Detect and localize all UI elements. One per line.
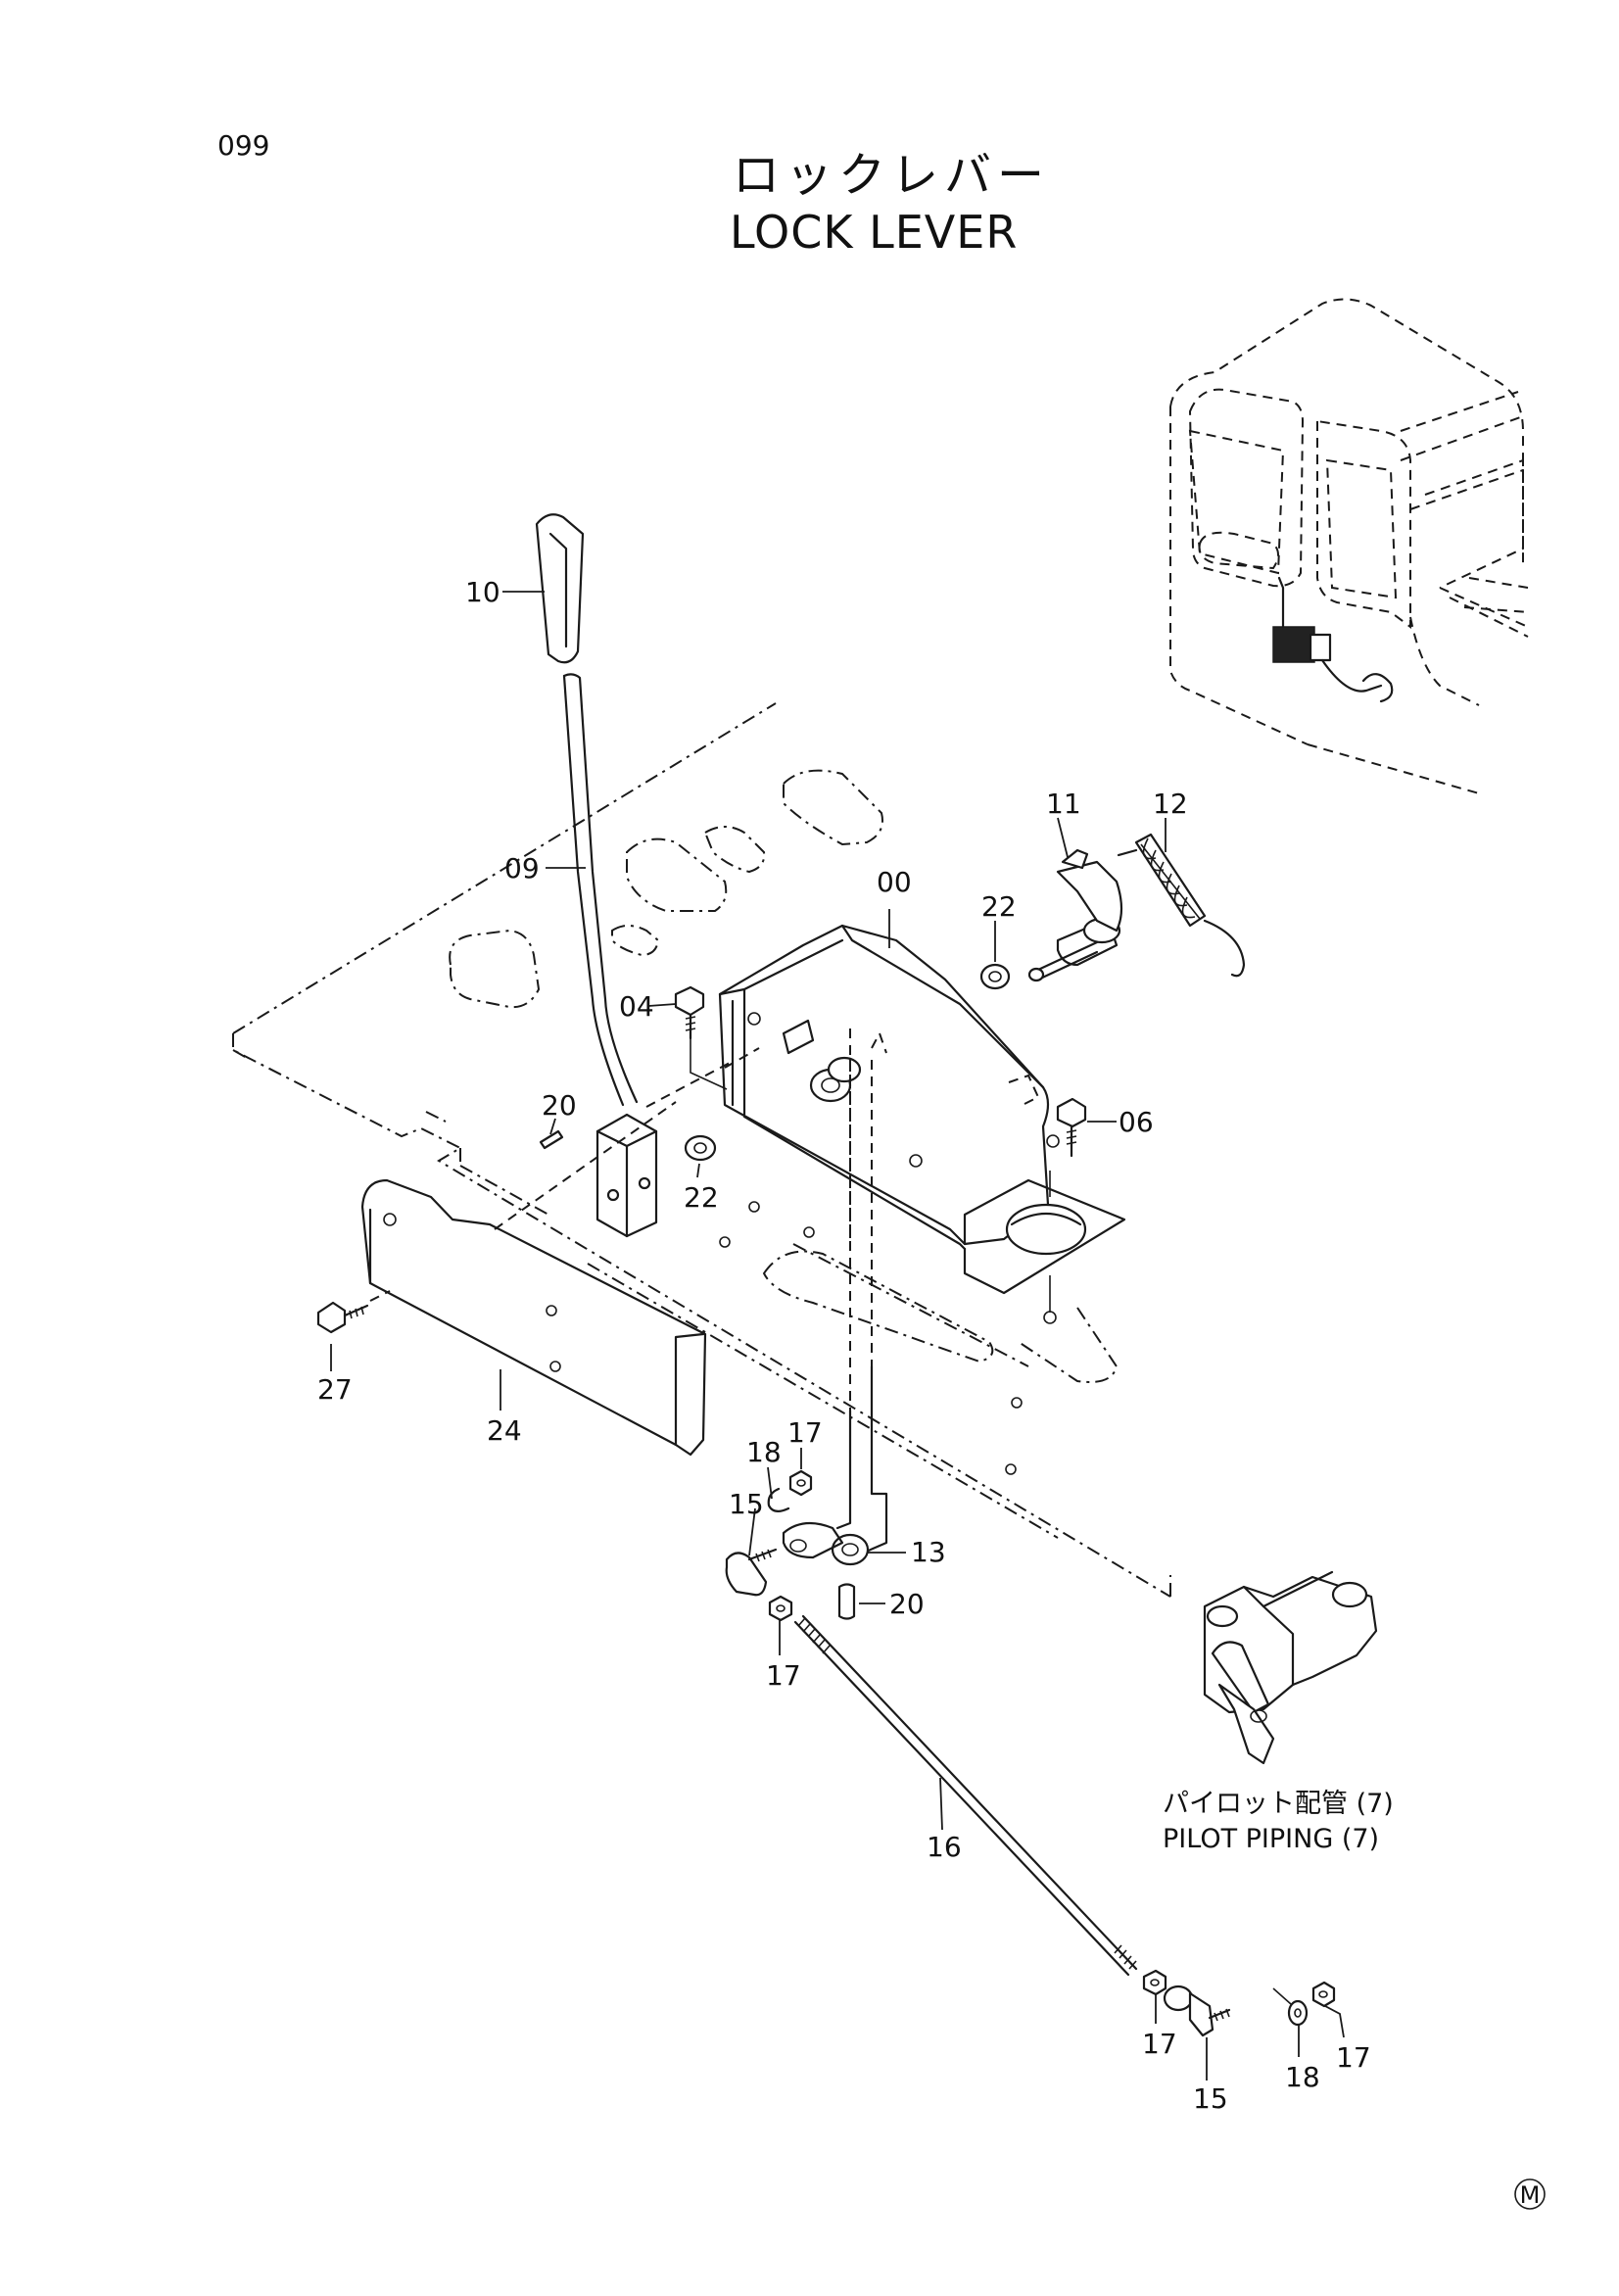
washer-part-22-lower (684, 1134, 717, 1162)
callout-labels: 10 09 00 11 12 22 04 06 20 22 27 24 18 1… (317, 576, 1371, 2115)
callout-17-middle: 17 (766, 1659, 801, 1692)
callout-24: 24 (487, 1414, 522, 1447)
callout-10: 10 (465, 576, 500, 608)
washer-part-18-b (1272, 1987, 1309, 2027)
note-japanese: パイロット配管 (7) (1163, 1789, 1394, 1819)
callout-17-lower-right: 17 (1336, 2041, 1371, 2074)
title-japanese: ロックレバー (733, 148, 1050, 203)
lock-box-bracket-part-00 (718, 924, 1126, 1295)
rod-end-part-15-lower (1163, 1985, 1231, 2037)
nut-part-17-a (788, 1469, 813, 1497)
leader-lines (330, 591, 1345, 2081)
washer-part-22-upper (979, 963, 1011, 990)
note-english: PILOT PIPING (7) (1163, 1824, 1379, 1854)
circled-m-mark: M (1514, 2178, 1546, 2210)
callout-09: 09 (504, 852, 540, 885)
bushing-part-13 (782, 1521, 870, 1566)
callout-11: 11 (1046, 788, 1081, 820)
floor-plate-outline (232, 702, 1171, 1598)
title-english: LOCK LEVER (730, 206, 1018, 259)
pilot-valve-illustration (1203, 1570, 1378, 1765)
callout-04: 04 (619, 990, 654, 1023)
washer-part-18-a (767, 1487, 790, 1512)
cam-shaft-part-11 (1027, 848, 1123, 982)
callout-13: 13 (911, 1536, 946, 1568)
nut-part-17-d (1311, 1981, 1336, 2008)
callout-16: 16 (927, 1831, 962, 1863)
pilot-piping-note: パイロット配管 (7) PILOT PIPING (7) (1163, 1789, 1394, 1854)
callout-00: 00 (877, 866, 912, 898)
spring-part-12 (1117, 833, 1246, 978)
callout-20-upper: 20 (542, 1089, 577, 1122)
lever-block (595, 1113, 658, 1238)
callout-18-lower: 18 (1285, 2061, 1320, 2093)
callout-06: 06 (1119, 1106, 1154, 1138)
page-number: 099 (217, 129, 269, 162)
callout-27: 27 (317, 1373, 353, 1406)
lever-grip-part-10 (535, 513, 585, 664)
bolt-part-06 (1043, 1097, 1087, 1324)
rod-end-part-15-upper (725, 1548, 778, 1597)
callout-18-upper: 18 (746, 1436, 782, 1468)
callout-17-upper: 17 (787, 1416, 823, 1449)
bolt-part-27 (316, 1290, 391, 1334)
bolt-part-04 (674, 985, 728, 1090)
callout-12: 12 (1153, 788, 1188, 820)
cover-plate-part-24 (360, 1101, 707, 1457)
lever-rod-part-09 (562, 673, 639, 1107)
callout-15-upper: 15 (729, 1488, 764, 1520)
pin-part-20-upper (539, 1047, 760, 1150)
callout-15-lower: 15 (1193, 2082, 1228, 2115)
pin-part-20-lower (837, 1583, 856, 1620)
nut-part-17-c (1142, 1969, 1167, 1996)
callout-22-lower: 22 (684, 1181, 719, 1214)
callout-17-lower-left: 17 (1142, 2028, 1177, 2060)
link-rod (835, 1028, 888, 1555)
corner-mark-text: M (1520, 2181, 1541, 2209)
cab-inset-illustration (1169, 298, 1529, 794)
threaded-rod-part-16 (793, 1614, 1138, 1977)
callout-22-upper: 22 (981, 890, 1017, 923)
callout-20-lower: 20 (889, 1588, 925, 1620)
nut-part-17-b (768, 1595, 793, 1622)
